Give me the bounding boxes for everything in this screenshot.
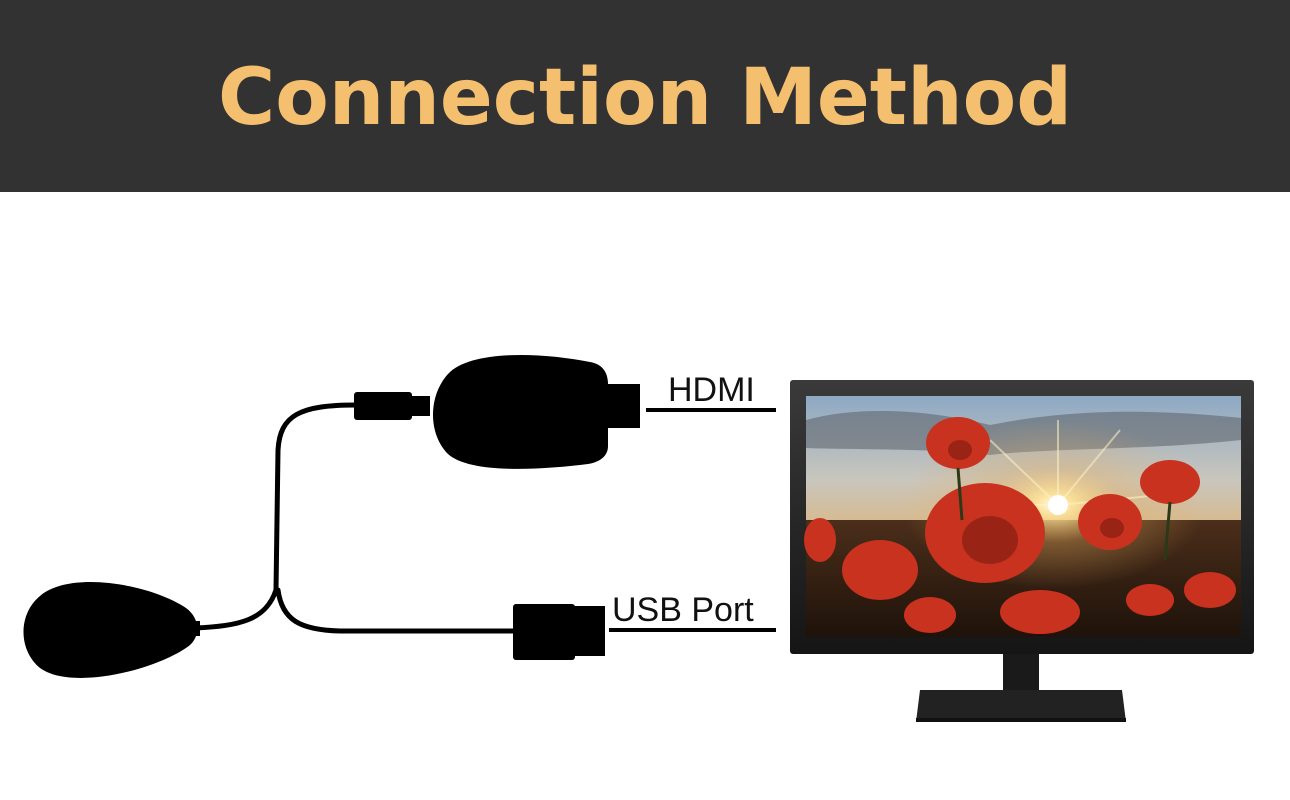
wifi-antenna-icon bbox=[23, 582, 200, 678]
micro-usb-plug bbox=[354, 392, 430, 420]
hdmi-label: HDMI bbox=[668, 371, 755, 409]
page-title: Connection Method bbox=[217, 53, 1073, 143]
header-banner: Connection Method bbox=[0, 0, 1290, 192]
connection-diagram: HDMI USB Port bbox=[23, 354, 1254, 722]
monitor-icon bbox=[790, 380, 1254, 722]
usb-port-label: USB Port bbox=[612, 591, 754, 629]
cable-y-split bbox=[192, 402, 518, 634]
usb-plug bbox=[513, 604, 605, 660]
hdmi-dongle-icon bbox=[433, 354, 640, 469]
